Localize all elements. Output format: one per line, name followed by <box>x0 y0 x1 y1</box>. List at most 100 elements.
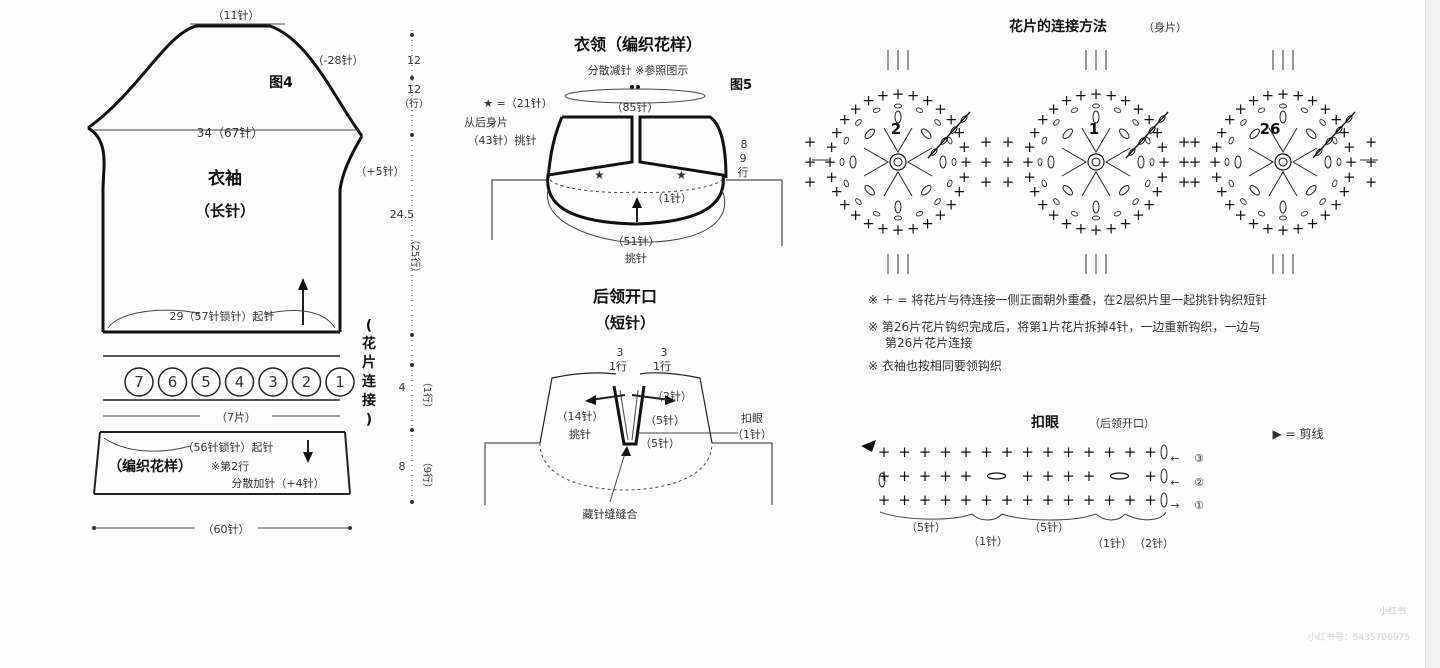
motif-circle <box>224 367 255 397</box>
chain-oval <box>951 158 957 166</box>
petal <box>883 127 913 153</box>
bn-band-l <box>539 372 617 444</box>
sc-plus: + <box>1144 467 1157 485</box>
motif-label-char: 接 <box>362 392 376 409</box>
star-r-icon: ★ <box>676 168 687 182</box>
turning-chain <box>1160 444 1168 460</box>
dc-oval <box>921 185 932 196</box>
dc-oval <box>1306 185 1317 196</box>
dim-dot-4 <box>410 333 414 337</box>
dim-1-row: （1行） <box>421 377 434 413</box>
sc-plus: + <box>960 467 973 485</box>
dc-oval <box>1306 128 1317 139</box>
chain-oval <box>1300 211 1309 217</box>
sc-plus: + <box>945 111 958 129</box>
note-2: ※ 第26片花片钩织完成后，将第1片花片拆掉4针，一边重新钩织，一边与 <box>868 319 1260 334</box>
sc-plus: + <box>1143 111 1156 129</box>
dc-oval <box>939 155 947 169</box>
sc-plus: + <box>877 87 890 105</box>
cut-yarn-icon <box>861 440 876 452</box>
motif-circle <box>291 367 322 397</box>
chain-oval <box>1037 158 1043 166</box>
petal <box>883 171 913 197</box>
sc-plus: + <box>898 467 911 485</box>
petal <box>1268 127 1298 153</box>
chain-oval <box>1145 179 1151 188</box>
sc-plus: + <box>1060 214 1073 232</box>
cuff-right <box>344 431 351 495</box>
sc-plus: + <box>1234 206 1247 224</box>
buttonhole-chain <box>986 472 1007 480</box>
center-ring-inner <box>893 157 903 167</box>
sc-plus: + <box>1330 111 1343 129</box>
bn-sew-leader <box>609 449 627 503</box>
chain-oval <box>1041 136 1047 145</box>
sc-plus: + <box>839 195 852 213</box>
bh-brace-2 <box>971 513 1003 521</box>
sc-plus: + <box>934 100 947 118</box>
sc-plus: + <box>862 92 875 110</box>
sc-plus: + <box>939 467 952 485</box>
dc-oval <box>921 128 932 139</box>
collar-51: （51针） <box>613 234 660 248</box>
bn-band-r <box>639 372 713 444</box>
chain-oval <box>839 158 845 166</box>
bn-v-outline <box>612 385 646 446</box>
sc-plus: + <box>1144 491 1157 509</box>
dot-l <box>92 526 96 530</box>
bn-bh: 扣眼 <box>741 411 763 425</box>
dim-dot-6 <box>410 428 414 432</box>
sc-plus: + <box>1103 491 1116 509</box>
collar-outer-curve <box>547 189 726 243</box>
bn-bh1: （1针） <box>732 427 772 441</box>
sc-plus: + <box>1306 92 1319 110</box>
cuff-bracket-l <box>103 437 191 452</box>
sc-plus: + <box>1090 85 1103 103</box>
fig4-label: 图4 <box>269 75 293 91</box>
dim-12b: 12 <box>407 83 421 96</box>
dim-12b-row: （行） <box>399 97 429 110</box>
turning-chain <box>1160 468 1168 484</box>
sc-plus: + <box>1156 168 1169 186</box>
motif-count: （7片） <box>216 411 256 424</box>
sleeve-diagram: （11针） （-28针） 图4 34（67针） 衣袖 （长针） （+5针） 29… <box>87 8 434 536</box>
join-oval <box>1325 137 1333 145</box>
sc-plus: + <box>1189 133 1202 151</box>
sc-plus: + <box>1156 138 1169 156</box>
chain-oval <box>1228 179 1234 188</box>
sleeve-title: 衣袖 <box>208 168 242 189</box>
bn-pick: 挑针 <box>569 427 591 441</box>
arrow-up-icon-3 <box>621 446 631 456</box>
scrollbar[interactable] <box>1425 0 1440 668</box>
watermark-logo: 小红书 <box>1378 607 1406 617</box>
sc-plus: + <box>907 219 920 237</box>
sc-plus: + <box>1144 443 1157 461</box>
sleeve-inc: （+5针） <box>355 164 404 178</box>
collar-diagram: 衣领（编织花样） 分散减针 ※参照图示 图5 （85针） ★ =（21针） 从后… <box>464 35 783 265</box>
collar-one: （1针） <box>652 191 692 205</box>
bn-r1row: 1行 <box>653 360 671 373</box>
chain-oval <box>1092 215 1100 221</box>
sc-plus: + <box>1365 133 1378 151</box>
motif-join-label: 花片连接 <box>362 335 377 409</box>
sc-plus: + <box>825 168 838 186</box>
dc-oval <box>849 155 857 169</box>
join-oval <box>1335 126 1343 134</box>
bh-row-2: ② <box>1194 476 1204 489</box>
chain-oval <box>1257 107 1266 113</box>
dc-oval <box>1249 185 1260 196</box>
dc-oval <box>894 200 902 214</box>
motif-number: 1 <box>335 373 345 391</box>
sc-plus: + <box>1247 214 1260 232</box>
sc-plus: + <box>1001 443 1014 461</box>
cuff-left <box>93 431 101 495</box>
join-chain <box>1312 111 1356 159</box>
sc-plus: + <box>804 153 817 171</box>
backneck-sub: （短针） <box>595 314 655 332</box>
sc-plus: + <box>919 491 932 509</box>
sc-plus: + <box>892 85 905 103</box>
center-ring-inner <box>1091 157 1101 167</box>
bh-arrow-2: ← <box>1170 476 1179 489</box>
arrow-up-icon <box>298 278 308 290</box>
sc-plus: + <box>1234 100 1247 118</box>
